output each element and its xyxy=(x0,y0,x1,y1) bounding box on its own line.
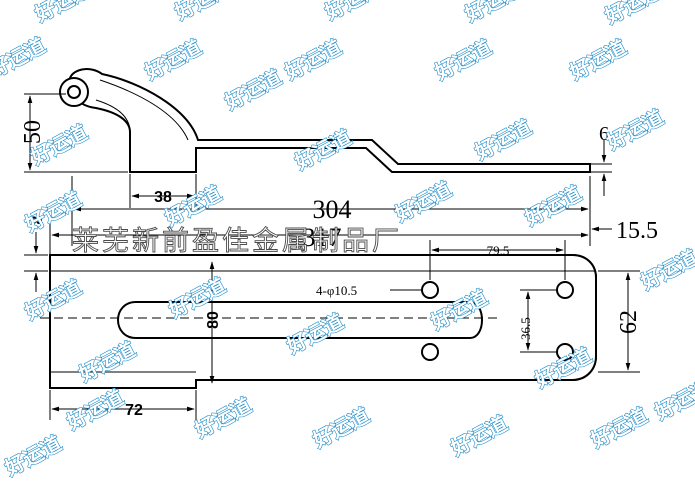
watermark-text: 好运道 xyxy=(460,0,525,27)
watermark-text: 好运道 xyxy=(470,115,535,165)
dim-72-label: 72 xyxy=(125,402,143,419)
watermark-text: 好运道 xyxy=(320,0,385,25)
dim-36-5-label: 36.5 xyxy=(518,317,533,340)
watermark-text: 好运道 xyxy=(220,65,285,115)
hinge-arm-inner-line xyxy=(99,79,189,141)
watermark-text: 好运道 xyxy=(190,393,255,443)
watermark-text: 好运道 xyxy=(308,403,373,453)
dim-15-5-label: 15.5 xyxy=(616,218,658,244)
dim-6-label: 6 xyxy=(599,123,609,145)
watermark-text: 好运道 xyxy=(0,33,49,83)
dim-8-label: 8 xyxy=(29,215,46,224)
watermark-text: 好运道 xyxy=(565,35,630,85)
watermark-text: 好运道 xyxy=(446,411,511,461)
dim-80-label: 80 xyxy=(205,311,222,329)
watermark-text: 好运道 xyxy=(62,385,127,435)
watermark-text: 好运道 xyxy=(600,0,665,29)
watermark-text: 好运道 xyxy=(170,0,235,25)
dim-79-5-label: 79.5 xyxy=(487,243,510,258)
company-name-watermark: 莱芜新前盈佳金属制品厂 xyxy=(72,226,402,257)
plan-view: 304 317 15.5 8 79.5 4-φ10. xyxy=(24,176,658,420)
hinge-pin-hole xyxy=(67,85,81,99)
mount-hole-4 xyxy=(556,343,574,361)
watermark-text: 好运道 xyxy=(650,375,695,425)
watermark-text: 好运道 xyxy=(290,125,355,175)
watermark-text: 好运道 xyxy=(390,177,455,227)
dim-50-label: 50 xyxy=(20,120,46,144)
watermark-text: 好运道 xyxy=(30,0,95,27)
mount-hole-3 xyxy=(556,281,574,299)
hinge-arm-inner-line-2 xyxy=(95,99,131,133)
slot-opening xyxy=(117,301,483,339)
dim-holes-label: 4-φ10.5 xyxy=(316,283,357,298)
watermark-text: 好运道 xyxy=(280,35,345,85)
dim-38-label: 38 xyxy=(154,189,172,206)
watermark-text: 好运道 xyxy=(430,35,495,85)
dim-62-label: 62 xyxy=(616,310,642,334)
watermark-text: 好运道 xyxy=(636,245,695,295)
watermark-text: 好运道 xyxy=(602,105,667,155)
side-view: 50 38 6 xyxy=(20,68,612,208)
dim-317-label: 317 xyxy=(303,223,342,252)
mount-hole-1 xyxy=(421,281,439,299)
dim-304-label: 304 xyxy=(313,195,352,224)
watermark-text: 好运道 xyxy=(520,181,585,231)
mount-hole-2 xyxy=(421,343,439,361)
watermark-text: 好运道 xyxy=(0,431,65,481)
watermark-text: 好运道 xyxy=(586,403,651,453)
watermark-text: 好运道 xyxy=(140,35,205,85)
